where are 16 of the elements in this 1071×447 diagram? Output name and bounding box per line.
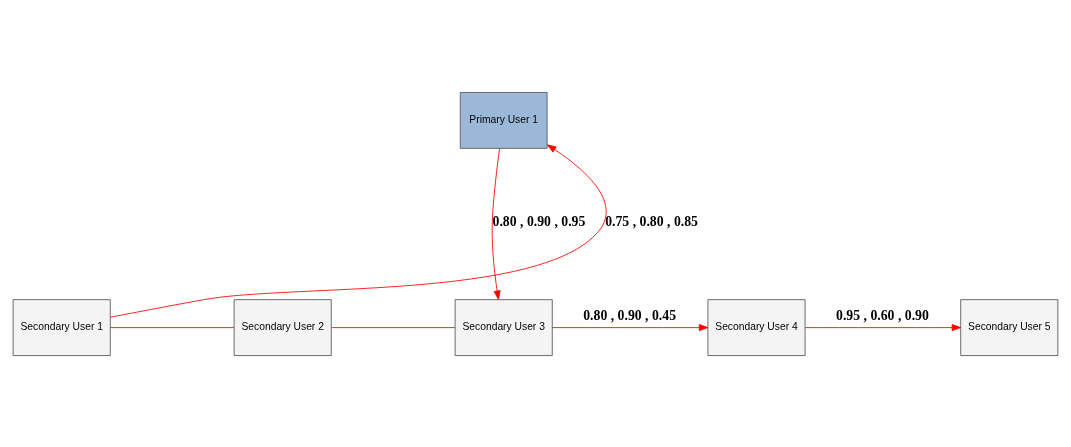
- arrow: [552, 323, 709, 331]
- edge-label: 0.75 , 0.80 , 0.85: [605, 213, 698, 229]
- arrow: [804, 323, 962, 331]
- connector: [331, 326, 456, 328]
- node-box: Secondary User 4: [707, 298, 806, 356]
- arrow: [110, 143, 607, 318]
- node-box: Secondary User 5: [960, 298, 1059, 356]
- node-box: Primary User 1: [459, 91, 548, 149]
- connector: [110, 326, 235, 328]
- node-box: Secondary User 1: [12, 298, 111, 356]
- node-box: Secondary User 3: [454, 298, 553, 356]
- edge-label: 0.95 , 0.60 , 0.90: [836, 307, 929, 323]
- edge-label: 0.80 , 0.90 , 0.45: [583, 307, 677, 323]
- arrow: [491, 147, 501, 300]
- node-box: Secondary User 2: [233, 298, 332, 356]
- edge-label: 0.80 , 0.90 , 0.95: [492, 213, 586, 229]
